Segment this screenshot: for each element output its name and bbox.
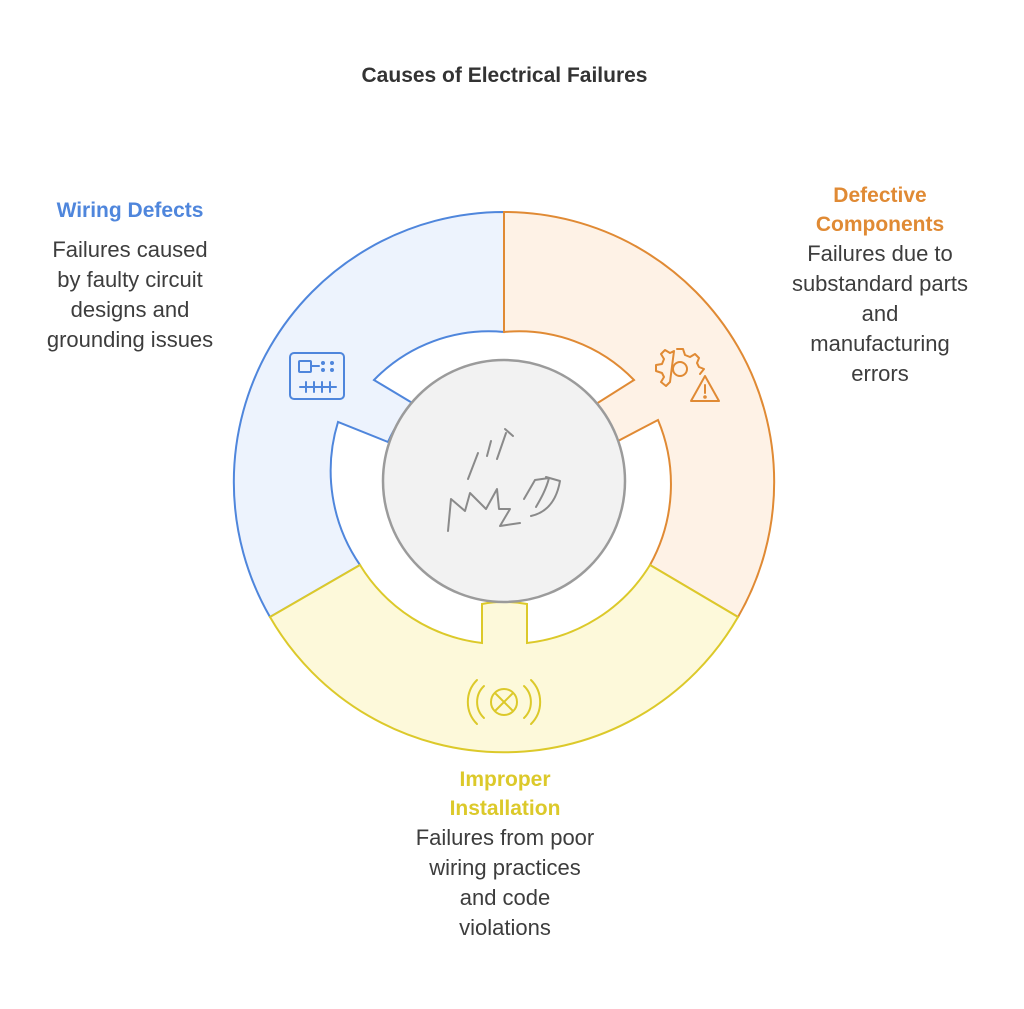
improper-installation-desc-line-1: Failures from poor	[415, 825, 595, 850]
electric-spark-icon	[447, 428, 561, 532]
improper-installation-block: Improper Installation Failures from poor…	[360, 765, 650, 943]
gear-warning-icon	[655, 348, 720, 402]
improper-installation-desc-line-3: and code	[459, 885, 551, 910]
wiring-defects-title: Wiring Defects	[56, 199, 204, 222]
wiring-defects-desc-line-4: grounding issues	[46, 327, 214, 352]
circuit-board-icon	[289, 352, 345, 400]
defective-components-desc-line-5: errors	[851, 361, 909, 386]
improper-installation-title-line-1: Improper	[459, 768, 551, 791]
defective-components-title-line-2: Components	[815, 213, 945, 236]
wiring-defects-desc-line-1: Failures caused	[52, 237, 208, 262]
page-title: Causes of Electrical Failures	[361, 64, 648, 87]
wiring-defects-block: Wiring Defects Failures caused by faulty…	[20, 196, 240, 355]
improper-installation-desc-line-2: wiring practices	[429, 855, 581, 880]
defective-components-desc-line-2: substandard parts	[791, 271, 969, 296]
improper-installation-desc-line-4: violations	[459, 915, 551, 940]
defective-components-desc-line-4: manufacturing	[810, 331, 950, 356]
signal-cross-icon	[466, 679, 542, 725]
defective-components-desc-line-3: and	[861, 301, 899, 326]
wiring-defects-desc-line-2: by faulty circuit	[57, 267, 203, 292]
defective-components-desc-line-1: Failures due to	[807, 241, 953, 266]
center-hub	[381, 358, 627, 604]
wiring-defects-desc-line-3: designs and	[70, 297, 190, 322]
segment-installation[interactable]	[268, 563, 740, 754]
defective-components-block: Defective Components Failures due to sub…	[760, 181, 1000, 389]
defective-components-title-line-1: Defective	[833, 184, 927, 207]
improper-installation-title-line-2: Installation	[449, 797, 561, 820]
